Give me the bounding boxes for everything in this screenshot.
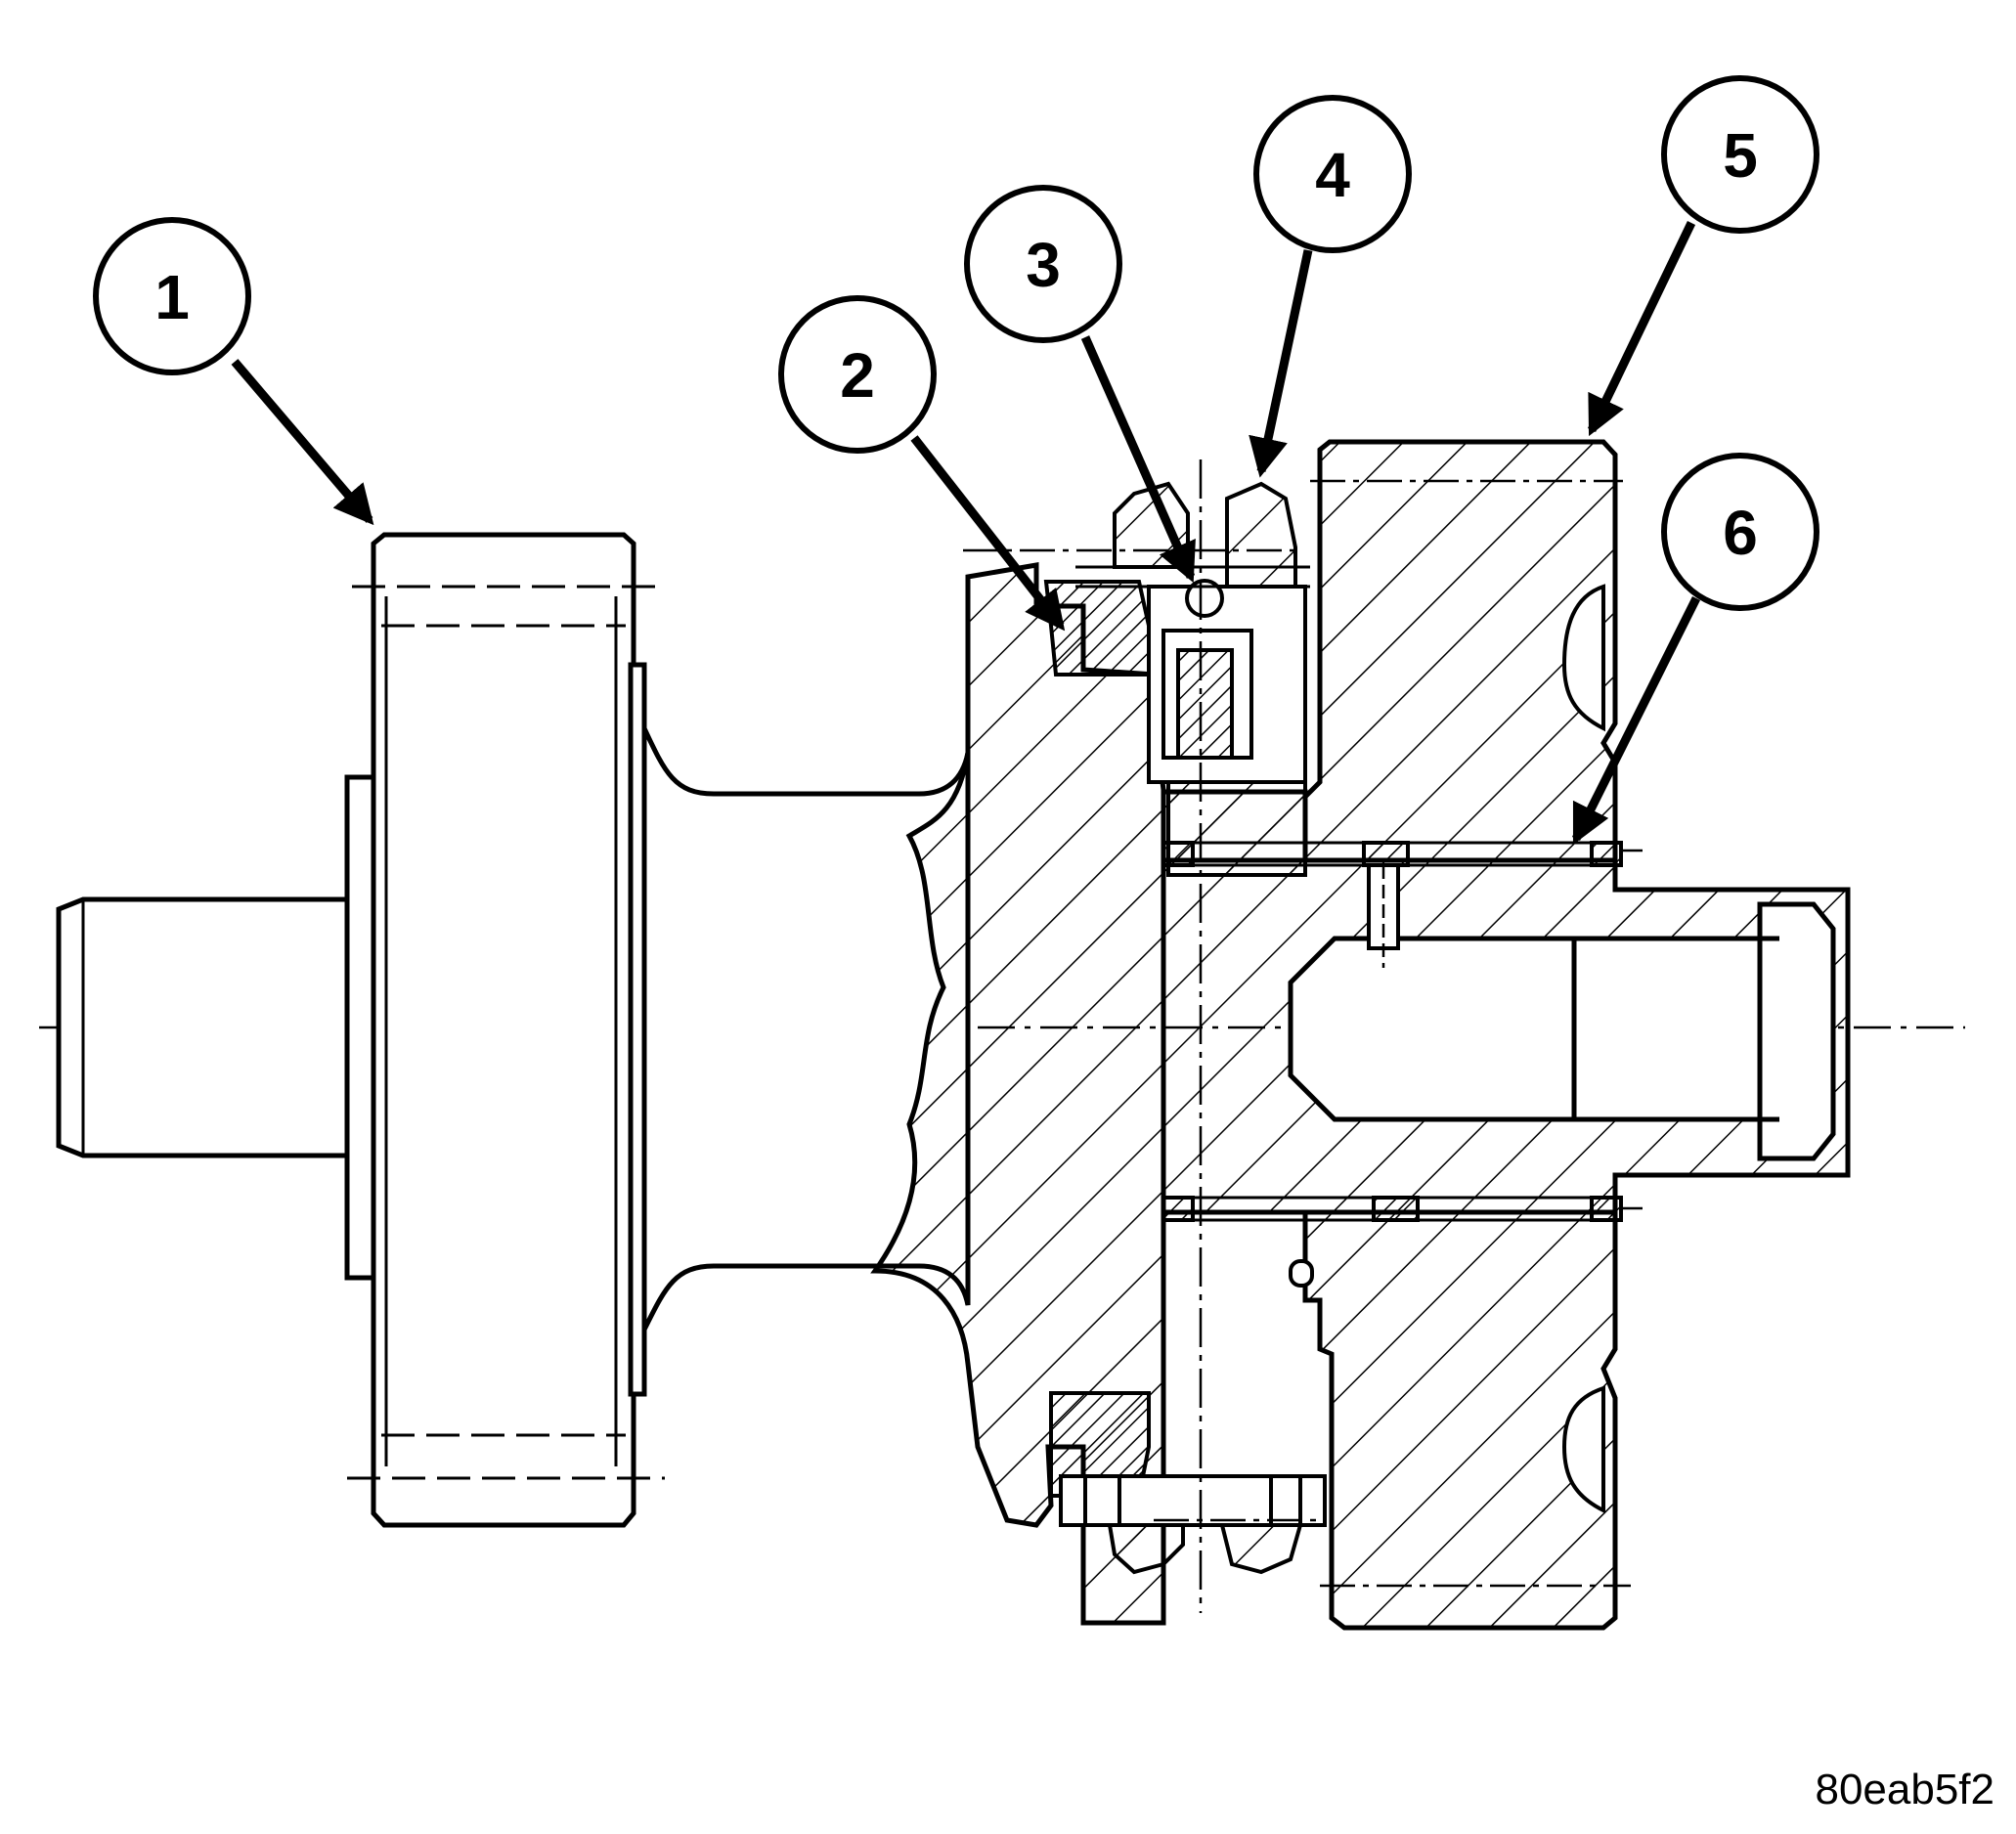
svg-text:4: 4	[1315, 140, 1350, 210]
callout-circle	[778, 295, 937, 454]
phaser-counterbore	[1561, 584, 1605, 1514]
check-ball	[1185, 579, 1224, 618]
callout-4: 4	[1249, 95, 1412, 478]
lower-retainer	[1059, 1474, 1327, 1527]
svg-text:1: 1	[154, 262, 190, 332]
leader-arrow-icon	[1587, 221, 1696, 437]
check-valve-assembly	[1075, 565, 1310, 877]
callout-1: 1	[93, 217, 374, 526]
callout-circle	[1253, 95, 1412, 253]
callout-3: 3	[964, 185, 1196, 584]
svg-text:5: 5	[1723, 120, 1758, 191]
svg-text:2: 2	[840, 340, 875, 411]
camshaft-journal	[56, 532, 647, 1528]
callout-2: 2	[778, 295, 1066, 632]
sprocket-teeth	[1107, 481, 1303, 1575]
figure-id-label: 80eab5f2	[1815, 1766, 1994, 1813]
reference-lines	[963, 479, 1643, 1588]
svg-text:6: 6	[1723, 498, 1758, 568]
leader-arrow-icon	[1080, 335, 1196, 584]
callout-6: 6	[1571, 453, 1819, 846]
callout-circle	[1661, 453, 1819, 611]
leader-arrow-icon	[910, 435, 1066, 632]
leader-arrow-icon	[231, 359, 374, 526]
journal-detail-lines	[81, 585, 665, 1480]
callout-circle	[1661, 75, 1819, 234]
pin-passages	[1161, 841, 1623, 1288]
callout-5: 5	[1587, 75, 1819, 437]
leader-arrow-icon	[1571, 595, 1701, 846]
leader-arrow-icon	[1249, 249, 1313, 478]
callout-circle	[964, 185, 1122, 343]
svg-text:3: 3	[1026, 230, 1061, 300]
seal-ring	[1043, 580, 1151, 1498]
bolt-bore	[1288, 901, 1836, 1161]
camshaft-hub	[870, 562, 1166, 1626]
callout-circle	[93, 217, 251, 375]
